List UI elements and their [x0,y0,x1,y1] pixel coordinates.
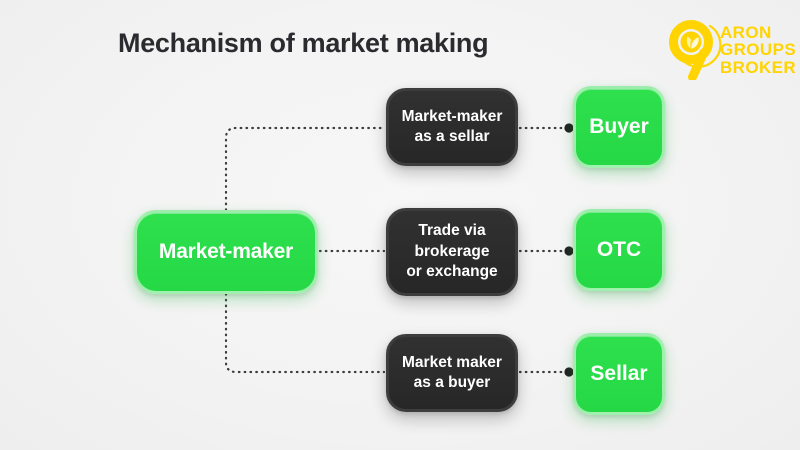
connector-root-to-seller [224,126,386,212]
node-text-line: or exchange [406,263,498,281]
logo-line-2: GROUPS [720,40,797,60]
connector-root-to-buyer [224,292,386,374]
node-text-line: Trade via [418,222,486,240]
node-text-line: Market-maker [401,107,503,125]
node-market-maker[interactable]: Market-maker [134,210,318,294]
node-trade-via-brokerage-label: Trade via brokerage or exchange [400,221,503,282]
node-market-maker-as-buyer-label: Market maker as a buyer [396,353,508,394]
node-buyer-label: Buyer [589,115,649,138]
node-text-line: brokerage [414,242,490,260]
logo-line-1: ARON [720,23,772,42]
page-title: Mechanism of market making [118,28,489,58]
logo-wordmark: ARON GROUPS BROKER [720,24,796,76]
aron-nine-leaf-icon [669,20,722,80]
logo-line-3: BROKER [720,57,797,77]
node-otc[interactable]: OTC [573,209,665,291]
node-text-line: as a sellar [414,128,490,145]
node-market-maker-label: Market-maker [158,240,294,263]
brand-logo: ARON GROUPS BROKER [664,16,796,82]
node-market-maker-as-buyer[interactable]: Market maker as a buyer [386,334,518,412]
node-buyer[interactable]: Buyer [573,86,665,168]
node-text-line: Market maker [402,353,502,371]
node-sellar-label: Sellar [590,362,648,385]
node-text-line: as a buyer [413,374,491,391]
node-otc-label: OTC [596,238,642,261]
node-trade-via-brokerage[interactable]: Trade via brokerage or exchange [386,208,518,296]
node-market-maker-as-seller-label: Market-maker as a sellar [396,107,509,148]
node-sellar[interactable]: Sellar [573,333,665,415]
node-market-maker-as-seller[interactable]: Market-maker as a sellar [386,88,518,166]
